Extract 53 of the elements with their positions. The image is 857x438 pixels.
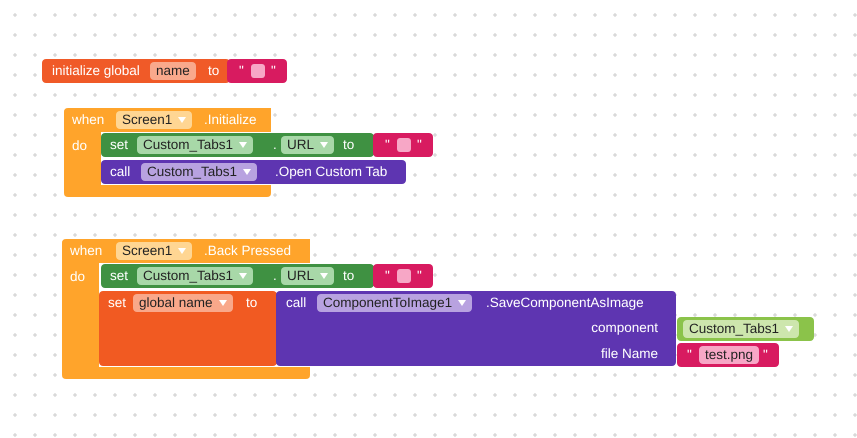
block-label: .Initialize	[204, 111, 257, 129]
dropdown-field: Custom_Tabs1	[137, 267, 254, 285]
block-label: to	[208, 62, 220, 80]
block-label: to	[343, 267, 354, 285]
dropdown-field: ComponentToImage1	[317, 294, 472, 312]
block-label: "	[385, 136, 390, 154]
dropdown-field: Screen1	[116, 242, 192, 260]
method-call-block	[276, 291, 676, 366]
block-label: do	[72, 137, 88, 155]
block-label: set	[108, 294, 126, 312]
setter-block	[99, 291, 277, 366]
block-label: "	[687, 346, 692, 364]
text-block	[227, 59, 287, 83]
dropdown-field: Custom_Tabs1	[137, 136, 254, 154]
block-label: do	[70, 268, 86, 286]
block-label: "	[417, 267, 422, 285]
block-label: .SaveComponentAsImage	[486, 294, 644, 312]
variable-block	[42, 59, 230, 83]
block-label: .Open Custom Tab	[275, 163, 388, 181]
dropdown-field: Custom_Tabs1	[141, 163, 258, 181]
block-label: "	[271, 62, 276, 80]
dropdown-field: URL	[281, 136, 334, 154]
block-label: "	[763, 346, 768, 364]
block-label: "	[239, 62, 244, 80]
dropdown-field: Screen1	[116, 111, 192, 129]
setter-block	[101, 133, 374, 157]
dropdown-field: Custom_Tabs1	[683, 320, 800, 338]
block-label: .Back Pressed	[204, 242, 292, 260]
block-label: to	[246, 294, 258, 312]
block-label: "	[417, 136, 422, 154]
block-label: set	[110, 136, 128, 154]
text-field: name	[150, 62, 196, 80]
block-label: "	[385, 267, 390, 285]
method-call-block	[101, 160, 406, 184]
block-label: .	[273, 136, 277, 154]
parameter-label: component	[591, 319, 658, 337]
block-label: .	[273, 267, 277, 285]
block-label: call	[286, 294, 306, 312]
block-label: set	[110, 267, 128, 285]
dropdown-field: global name	[133, 294, 233, 312]
setter-block	[101, 264, 374, 288]
parameter-label: file Name	[600, 345, 658, 363]
block-label: when	[72, 111, 104, 129]
text-block	[373, 133, 433, 157]
component-block	[677, 317, 814, 341]
text-block	[373, 264, 433, 288]
block-label: when	[70, 242, 102, 260]
text-block	[677, 343, 779, 367]
dropdown-field: URL	[281, 267, 334, 285]
block-label: to	[343, 136, 354, 154]
text-field: test.png	[699, 346, 760, 364]
block-label: call	[110, 163, 130, 181]
block-label: initialize global	[52, 62, 140, 80]
